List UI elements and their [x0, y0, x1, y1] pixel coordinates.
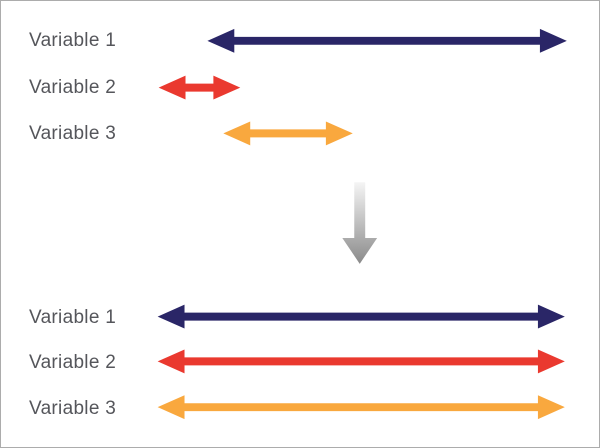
double-arrow-after-variable-3 [157, 395, 565, 420]
transform-down-arrow [342, 182, 378, 264]
label-after-variable-2: Variable 2 [29, 352, 117, 373]
label-after-variable-3: Variable 3 [29, 398, 117, 419]
label-after-variable-1: Variable 1 [29, 307, 117, 328]
double-arrow-before-variable-2 [158, 75, 241, 100]
double-arrow-before-variable-3 [223, 121, 353, 146]
double-arrow-after-variable-2 [157, 349, 565, 374]
label-before-variable-2: Variable 2 [29, 77, 117, 98]
double-arrow-before-variable-1 [207, 28, 567, 53]
double-arrow-after-variable-1 [157, 304, 565, 329]
label-before-variable-1: Variable 1 [29, 30, 117, 51]
label-before-variable-3: Variable 3 [29, 123, 117, 144]
